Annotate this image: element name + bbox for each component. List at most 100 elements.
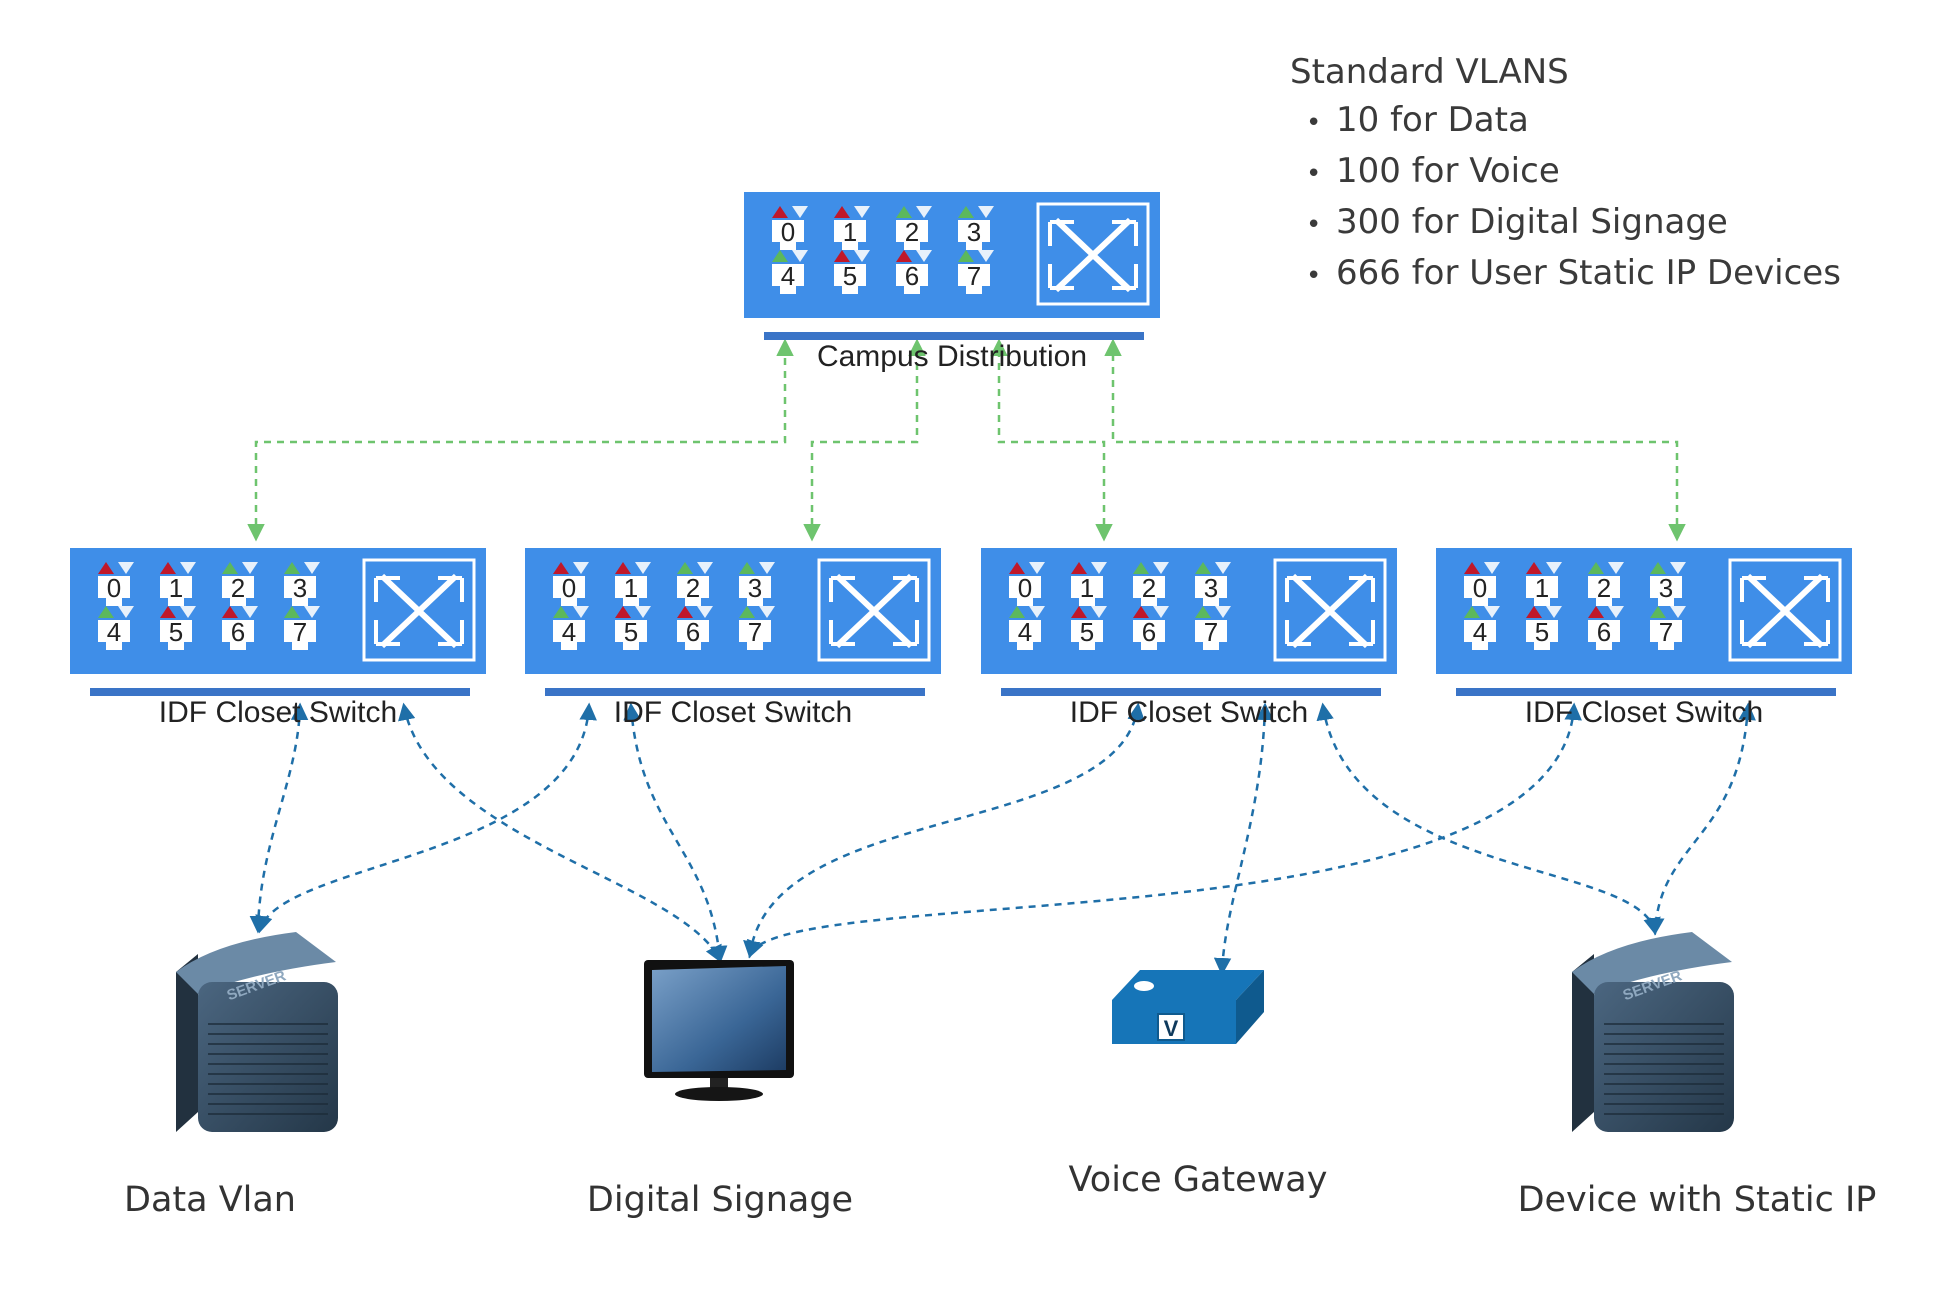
switch-port[interactable]: 7 xyxy=(739,606,775,650)
port-number: 1 xyxy=(1535,573,1549,603)
port-status-down-icon xyxy=(1029,562,1045,574)
port-number: 4 xyxy=(781,261,795,291)
port-status-down-icon xyxy=(304,562,320,574)
switch-port[interactable]: 5 xyxy=(834,250,870,294)
switch-port[interactable]: 0 xyxy=(553,562,589,606)
switch-port[interactable]: 5 xyxy=(1071,606,1107,650)
switch-port[interactable]: 1 xyxy=(1526,562,1562,606)
port-number: 1 xyxy=(624,573,638,603)
switch-port[interactable]: 7 xyxy=(1195,606,1231,650)
port-jack xyxy=(553,576,585,598)
port-status-down-icon xyxy=(916,250,932,262)
gateway-top-face xyxy=(1112,970,1264,1000)
port-status-up-icon xyxy=(160,562,176,574)
port-status-up-icon xyxy=(896,206,912,218)
switch-port[interactable]: 2 xyxy=(222,562,258,606)
switch-port[interactable]: 3 xyxy=(1650,562,1686,606)
switch-port[interactable]: 2 xyxy=(677,562,713,606)
switch-port[interactable]: 6 xyxy=(1133,606,1169,650)
port-jack-tab xyxy=(747,598,763,606)
server-front-panel xyxy=(1594,982,1734,1132)
switch-port[interactable]: 2 xyxy=(1133,562,1169,606)
switch-port[interactable]: 7 xyxy=(284,606,320,650)
switch-port[interactable]: 0 xyxy=(1464,562,1500,606)
switch-port[interactable]: 1 xyxy=(615,562,651,606)
server-top-panel xyxy=(1572,932,1732,994)
port-jack-tab xyxy=(780,286,796,294)
port-status-down-icon xyxy=(792,250,808,262)
bullet-icon: • xyxy=(1306,210,1322,240)
port-number: 5 xyxy=(1535,617,1549,647)
switch-body xyxy=(981,548,1397,674)
switch-port[interactable]: 0 xyxy=(98,562,134,606)
switch-port[interactable]: 3 xyxy=(284,562,320,606)
port-status-down-icon xyxy=(573,606,589,618)
switch-port[interactable]: 6 xyxy=(1588,606,1624,650)
switch-body xyxy=(1436,548,1852,674)
switch-port[interactable]: 1 xyxy=(160,562,196,606)
switch-port[interactable]: 4 xyxy=(1464,606,1500,650)
switch-port[interactable]: 7 xyxy=(958,250,994,294)
switch-port[interactable]: 3 xyxy=(739,562,775,606)
port-jack-tab xyxy=(230,598,246,606)
switch-port[interactable]: 5 xyxy=(1526,606,1562,650)
switch-label: IDF Closet Switch xyxy=(1070,696,1308,729)
port-status-up-icon xyxy=(160,606,176,618)
static-ip-server[interactable]: SERVER xyxy=(1572,932,1734,1132)
switch-port[interactable]: 4 xyxy=(98,606,134,650)
port-status-down-icon xyxy=(118,606,134,618)
switch-port[interactable]: 4 xyxy=(1009,606,1045,650)
switch-body xyxy=(70,548,486,674)
switch-label: Campus Distribution xyxy=(817,340,1087,373)
switch-port[interactable]: 4 xyxy=(772,250,808,294)
port-status-down-icon xyxy=(697,606,713,618)
port-number: 2 xyxy=(905,217,919,247)
port-number: 7 xyxy=(967,261,981,291)
port-number: 2 xyxy=(686,573,700,603)
voice-gateway-device[interactable]: V xyxy=(1112,970,1264,1044)
port-jack xyxy=(1464,620,1496,642)
port-number: 7 xyxy=(748,617,762,647)
port-jack xyxy=(1588,620,1620,642)
switch-port[interactable]: 2 xyxy=(896,206,932,250)
switch-port[interactable]: 6 xyxy=(896,250,932,294)
port-jack-tab xyxy=(747,642,763,650)
port-number: 3 xyxy=(1659,573,1673,603)
port-number: 2 xyxy=(1597,573,1611,603)
switch-port[interactable]: 6 xyxy=(222,606,258,650)
port-status-up-icon xyxy=(772,250,788,262)
switch-port[interactable]: 5 xyxy=(615,606,651,650)
port-status-down-icon xyxy=(304,606,320,618)
port-jack xyxy=(1071,620,1103,642)
digital-signage-tv[interactable] xyxy=(644,960,794,1101)
switch-port[interactable]: 1 xyxy=(834,206,870,250)
switch-port[interactable]: 4 xyxy=(553,606,589,650)
switch-port[interactable]: 3 xyxy=(1195,562,1231,606)
switch-port[interactable]: 6 xyxy=(677,606,713,650)
port-status-up-icon xyxy=(615,562,631,574)
vlan-legend-item-text: 100 for Voice xyxy=(1336,151,1560,191)
gateway-badge xyxy=(1157,1013,1185,1041)
port-jack xyxy=(1009,576,1041,598)
switch-port[interactable]: 2 xyxy=(1588,562,1624,606)
port-status-up-icon xyxy=(1009,562,1025,574)
switch-port[interactable]: 0 xyxy=(1009,562,1045,606)
port-number: 1 xyxy=(843,217,857,247)
data-vlan-server[interactable]: SERVER xyxy=(176,932,338,1132)
switch-port[interactable]: 1 xyxy=(1071,562,1107,606)
port-jack xyxy=(677,620,709,642)
switch-port[interactable]: 3 xyxy=(958,206,994,250)
switch-port[interactable]: 0 xyxy=(772,206,808,250)
device-label-data-vlan: Data Vlan xyxy=(124,1180,296,1220)
port-status-down-icon xyxy=(854,206,870,218)
port-status-down-icon xyxy=(978,250,994,262)
switch-port[interactable]: 5 xyxy=(160,606,196,650)
switch-port[interactable]: 7 xyxy=(1650,606,1686,650)
